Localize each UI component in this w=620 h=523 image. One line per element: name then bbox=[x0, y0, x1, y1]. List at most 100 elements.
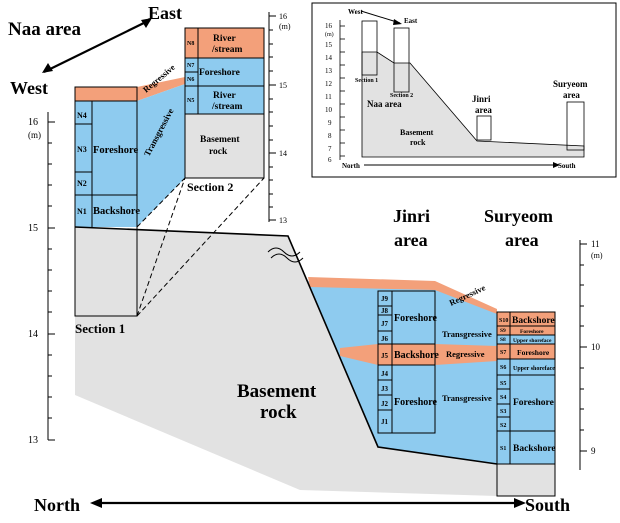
inset-west-east-arrow bbox=[360, 10, 402, 25]
inset-north-south-arrow bbox=[364, 162, 560, 168]
section2-scale-tick-16: 16 bbox=[279, 12, 287, 21]
unit-j7: J7 bbox=[381, 320, 389, 328]
inset-tick-6: 6 bbox=[328, 156, 332, 164]
unit-j5: J5 bbox=[381, 352, 389, 360]
section2-river-1b: /stream bbox=[211, 45, 243, 55]
unit-s3: S3 bbox=[500, 409, 506, 415]
section2-scale-tick-14: 14 bbox=[279, 149, 287, 158]
suryeom-scale-tick-10: 10 bbox=[591, 342, 601, 352]
inset-north-label: North bbox=[342, 162, 360, 170]
south-label: South bbox=[525, 495, 570, 515]
unit-s5: S5 bbox=[500, 381, 506, 387]
unit-s8: S8 bbox=[500, 337, 506, 343]
inset-jinri-label-line2: area bbox=[475, 105, 492, 115]
unit-s10: S10 bbox=[499, 318, 508, 324]
section1-label: Section 1 bbox=[75, 321, 125, 336]
jinri-transgressive-lower: Transgressive bbox=[442, 393, 492, 403]
inset-basement-line1: Basement bbox=[400, 128, 434, 137]
suryeom-area-title-line2: area bbox=[505, 230, 539, 250]
unit-j3: J3 bbox=[381, 385, 389, 393]
inset-tick-10: 10 bbox=[325, 106, 333, 114]
jinri-area-title-line1: Jinri bbox=[393, 206, 430, 226]
suryeom-backshore-top: Backshore bbox=[512, 316, 555, 326]
unit-s7: S7 bbox=[500, 350, 506, 356]
section1-outline bbox=[74, 86, 138, 317]
suryeom-s7 bbox=[497, 344, 555, 359]
jinri-backshore: Backshore bbox=[394, 350, 439, 361]
section2-river-1a: River bbox=[213, 34, 236, 44]
suryeom-foreshore-s9: Foreshore bbox=[520, 329, 544, 335]
jinri-foreshore-upper: Foreshore bbox=[394, 313, 438, 324]
inset-tick-15: 15 bbox=[325, 41, 333, 49]
unit-n5: N5 bbox=[187, 98, 194, 104]
jinri-transgressive-upper: Transgressive bbox=[442, 329, 492, 339]
unit-n7: N7 bbox=[187, 63, 194, 69]
section2-basement bbox=[185, 114, 264, 178]
inset-naa-area-label: Naa area bbox=[367, 99, 402, 109]
section2-basement-1: Basement bbox=[200, 135, 240, 145]
section1-foreshore: Foreshore bbox=[93, 145, 138, 156]
suryeom-upper-shoreface-s6: Upper shoreface bbox=[513, 366, 555, 372]
inset-suryeom-label-line2: area bbox=[563, 90, 580, 100]
unit-s4: S4 bbox=[500, 395, 506, 401]
naa-transgressive-wedge bbox=[137, 84, 185, 227]
west-label: West bbox=[10, 78, 48, 98]
main-scale-unit: (m) bbox=[28, 130, 41, 140]
unit-j2: J2 bbox=[381, 400, 389, 408]
inset-tick-8: 8 bbox=[328, 132, 332, 140]
unit-j4: J4 bbox=[381, 370, 389, 378]
suryeom-basement bbox=[497, 464, 555, 496]
unit-j1: J1 bbox=[381, 418, 389, 426]
suryeom-s5-s2 bbox=[497, 375, 555, 431]
basement-surface-line bbox=[74, 226, 498, 465]
suryeom-s6 bbox=[497, 359, 555, 375]
suryeom-foreshore-main: Foreshore bbox=[513, 398, 554, 408]
inset-tick-13: 13 bbox=[325, 67, 333, 75]
inset-suryeom-label-line1: Suryeom bbox=[553, 79, 588, 89]
unit-s9: S9 bbox=[500, 328, 506, 334]
jinri-blue-fill bbox=[308, 281, 497, 464]
section2-river-2b: /stream bbox=[211, 102, 243, 112]
inset-section1-label: Section 1 bbox=[355, 78, 378, 84]
section2-scale bbox=[268, 12, 276, 222]
basement-rock-fill bbox=[75, 227, 497, 496]
inset-jinri-label-line1: Jinri bbox=[472, 94, 491, 104]
jinri-regressive-middle bbox=[340, 344, 497, 365]
jinri-regressive-top bbox=[308, 277, 497, 314]
suryeom-s10 bbox=[497, 312, 555, 326]
inset-tick-16: 16 bbox=[325, 22, 333, 30]
unit-n2: N2 bbox=[77, 179, 87, 188]
unit-n8: N8 bbox=[187, 41, 194, 47]
inset-tick-12: 12 bbox=[325, 80, 333, 88]
unit-n4: N4 bbox=[77, 111, 87, 120]
basement-rock-label-line2: rock bbox=[260, 402, 297, 423]
section2-foreshore: Foreshore bbox=[199, 68, 240, 78]
suryeom-scale-tick-11: 11 bbox=[591, 239, 600, 249]
jinri-regressive-middle: Regressive bbox=[446, 349, 485, 359]
inset-south-label: South bbox=[558, 162, 576, 170]
unit-n1: N1 bbox=[77, 207, 87, 216]
jinri-area-title-line2: area bbox=[394, 230, 428, 250]
unit-s2: S2 bbox=[500, 423, 506, 429]
north-label: North bbox=[34, 495, 80, 515]
main-scale-tick-16: 16 bbox=[28, 117, 38, 128]
west-east-arrow bbox=[42, 18, 152, 73]
unit-n3: N3 bbox=[77, 145, 87, 154]
section2-basement-2: rock bbox=[209, 147, 228, 157]
inset-section2-label: Section 2 bbox=[390, 93, 413, 99]
unit-s6: S6 bbox=[500, 365, 506, 371]
section2-outline bbox=[184, 27, 265, 179]
suryeom-area-title-line1: Suryeom bbox=[484, 206, 553, 226]
unit-j8: J8 bbox=[381, 307, 389, 315]
unit-s1: S1 bbox=[500, 446, 506, 452]
inset-east-label: East bbox=[404, 17, 418, 25]
inset-scale-unit: (m) bbox=[325, 31, 334, 38]
suryeom-scale-tick-9: 9 bbox=[591, 446, 596, 456]
main-scale-tick-13: 13 bbox=[28, 435, 38, 446]
suryeom-foreshore-s7: Foreshore bbox=[517, 348, 550, 357]
break-symbol bbox=[267, 247, 304, 263]
section2-label: Section 2 bbox=[187, 180, 233, 194]
suryeom-scale bbox=[579, 240, 587, 470]
